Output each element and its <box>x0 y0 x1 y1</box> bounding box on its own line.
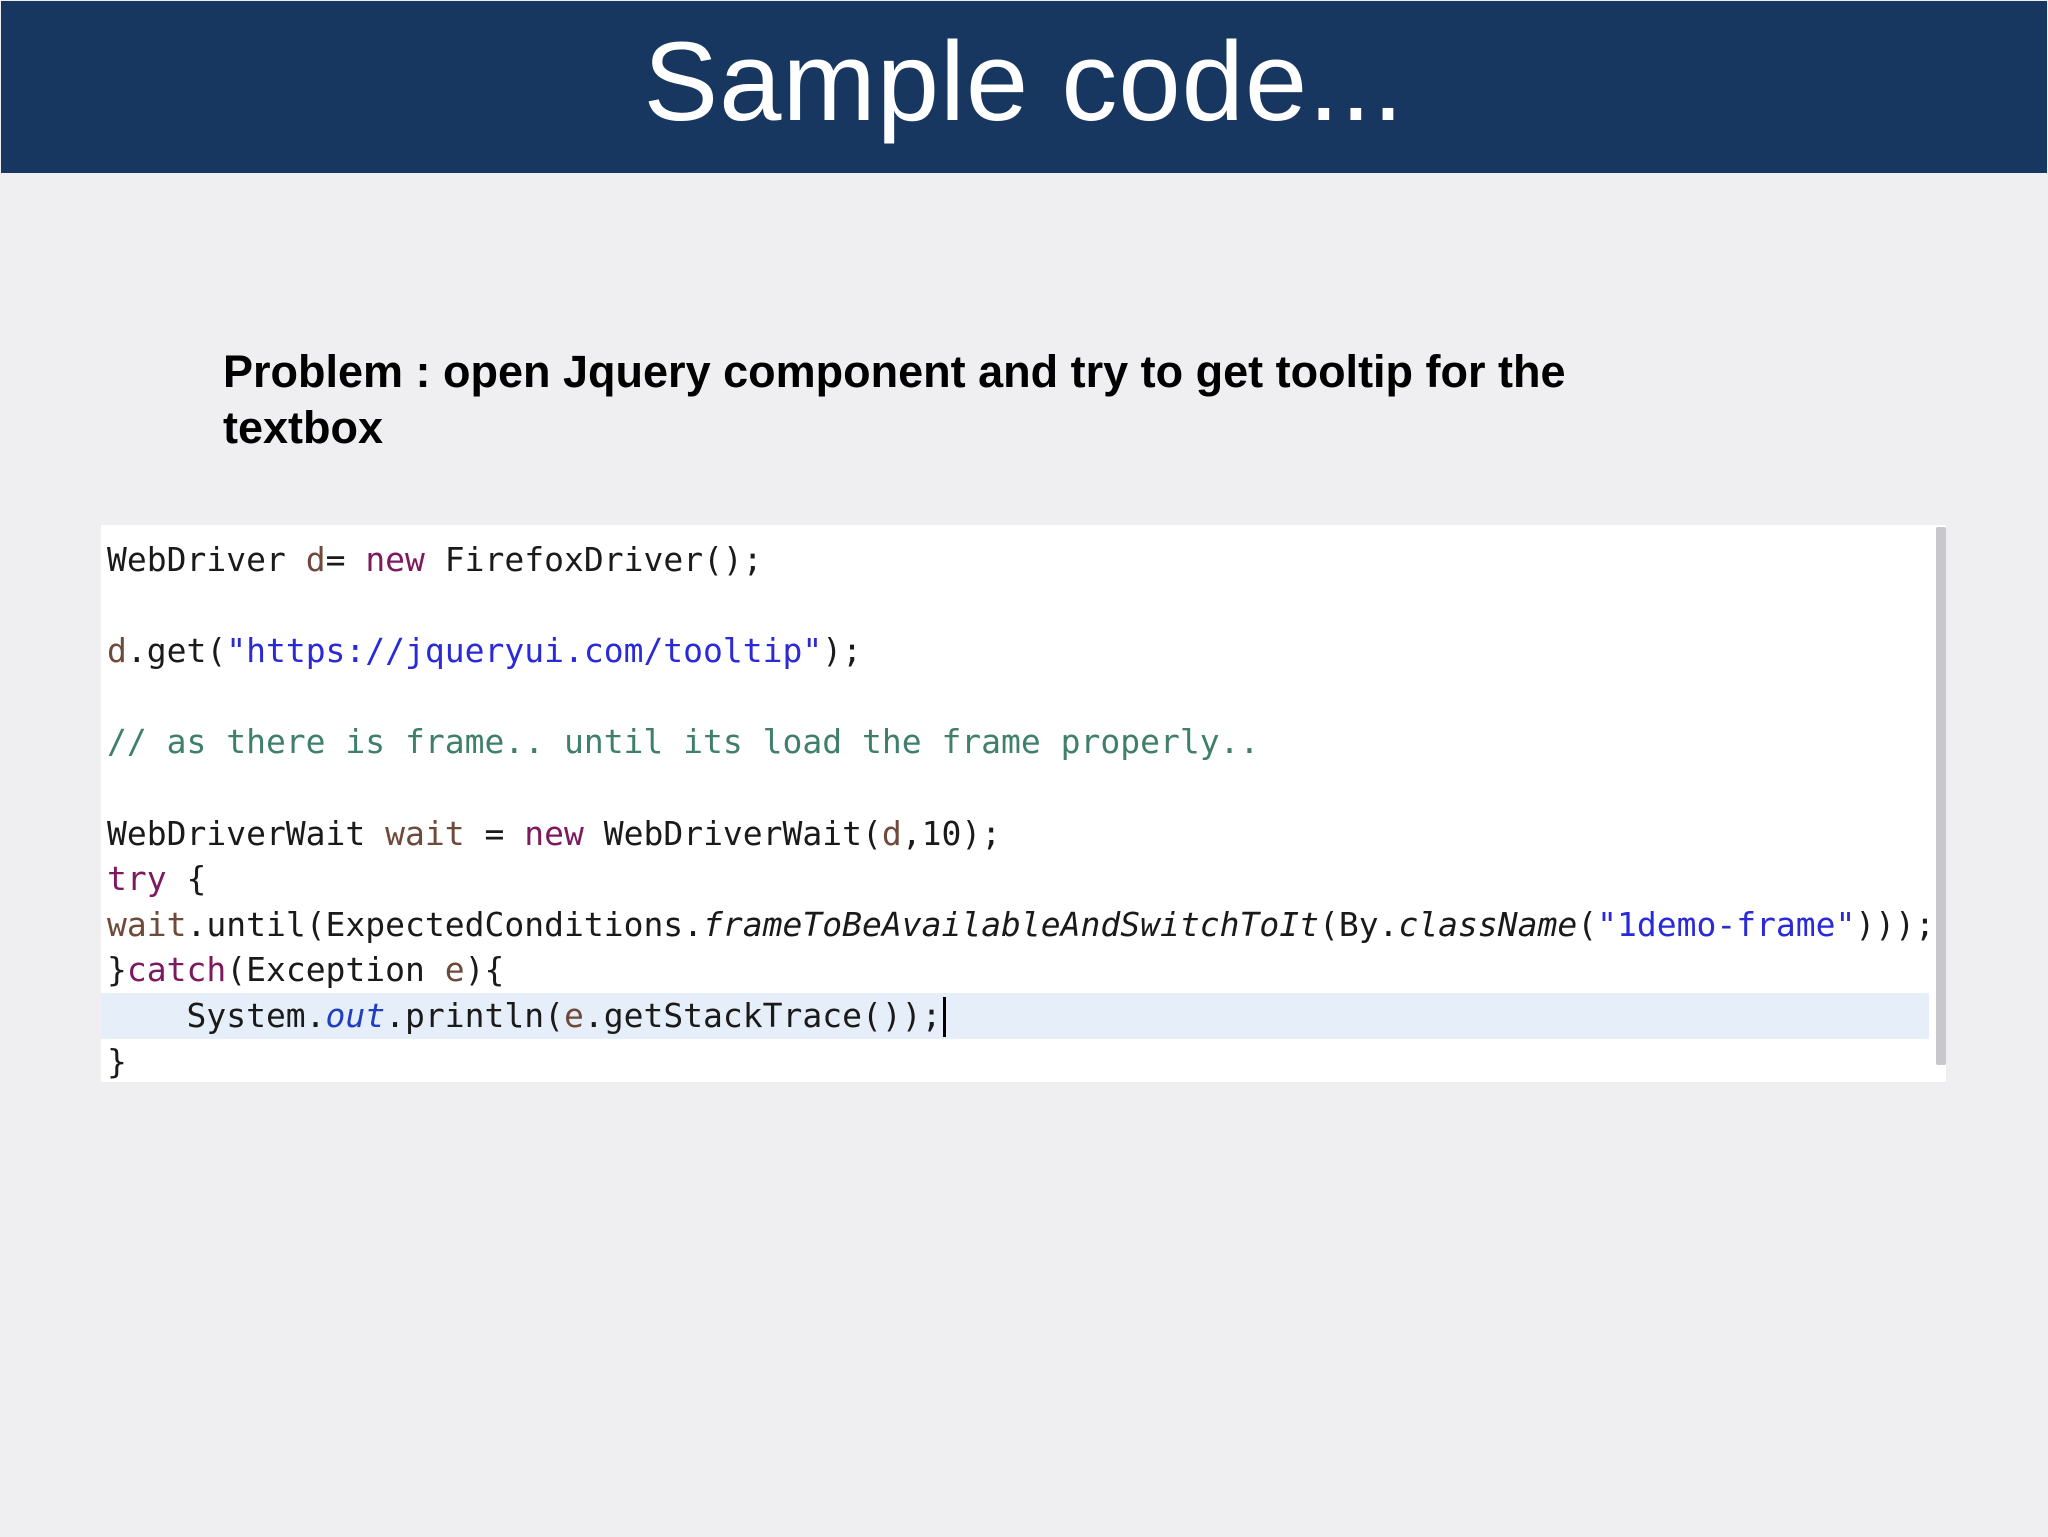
code-token: d <box>305 540 326 579</box>
code-token: e <box>563 995 584 1035</box>
code-token: System. <box>107 995 326 1035</box>
code-token: wait <box>385 813 465 853</box>
code-token: = <box>325 540 366 579</box>
title-bar: Sample code... <box>1 1 2047 173</box>
code-token: .until(ExpectedConditions. <box>186 904 704 944</box>
code-token: d <box>107 631 127 671</box>
code-token: .println( <box>385 995 564 1035</box>
code-token: try <box>107 859 167 899</box>
code-token: = <box>464 813 525 853</box>
code-token: "https://jqueryui.com/tooltip" <box>226 631 823 671</box>
code-line[interactable] <box>107 674 1927 720</box>
code-token: ( <box>1577 904 1598 944</box>
code-token: d <box>881 813 902 853</box>
code-block[interactable]: WebDriver d= new FirefoxDriver();d.get("… <box>101 537 1935 1085</box>
code-line[interactable]: WebDriverWait wait = new WebDriverWait(d… <box>107 811 1927 857</box>
code-token: // as there is frame.. until its load th… <box>107 722 1260 762</box>
code-token: ){ <box>464 950 505 990</box>
code-token: WebDriverWait( <box>583 813 882 853</box>
code-token: catch <box>126 950 227 990</box>
code-token: e <box>444 950 465 990</box>
code-token: (By. <box>1318 904 1399 944</box>
code-editor[interactable]: WebDriver d= new FirefoxDriver();d.get("… <box>101 525 1946 1082</box>
code-token: ,10); <box>901 813 1002 853</box>
code-token: "1demo-frame" <box>1597 904 1856 944</box>
code-token: .get( <box>126 631 227 671</box>
problem-statement: Problem : open Jquery component and try … <box>223 344 1683 456</box>
text-caret <box>943 997 947 1038</box>
code-line[interactable]: // as there is frame.. until its load th… <box>107 719 1927 765</box>
problem-line-1: Problem : open Jquery component and try … <box>223 346 1566 397</box>
code-token: WebDriverWait <box>107 813 386 853</box>
code-line[interactable]: try { <box>107 856 1927 902</box>
code-line[interactable]: wait.until(ExpectedConditions.frameToBeA… <box>107 902 1935 948</box>
code-token: ); <box>822 631 862 671</box>
code-token: } <box>107 1041 127 1081</box>
code-line[interactable] <box>107 583 1927 629</box>
code-line[interactable]: } <box>107 1039 1927 1085</box>
code-token: WebDriver <box>107 540 306 579</box>
code-token: out <box>325 995 386 1035</box>
code-line[interactable]: }catch(Exception e){ <box>107 947 1927 993</box>
code-token: .getStackTrace()); <box>583 995 942 1035</box>
code-token: className <box>1398 904 1578 944</box>
code-token: ))); <box>1855 904 1935 944</box>
code-line[interactable]: WebDriver d= new FirefoxDriver(); <box>107 537 1927 583</box>
code-token: new <box>524 813 584 853</box>
vertical-scrollbar[interactable] <box>1936 527 1946 1065</box>
code-line[interactable]: System.out.println(e.getStackTrace()); <box>101 992 1929 1039</box>
code-token: { <box>166 859 207 899</box>
code-token: wait <box>107 904 187 944</box>
code-token: FirefoxDriver(); <box>424 540 763 579</box>
code-token: } <box>107 950 127 990</box>
code-line[interactable] <box>107 765 1927 811</box>
code-token: (Exception <box>226 950 445 990</box>
code-token: new <box>365 540 425 579</box>
slide-title: Sample code... <box>643 19 1405 144</box>
problem-line-2: textbox <box>223 402 384 453</box>
code-token: frameToBeAvailableAndSwitchToIt <box>703 904 1319 944</box>
code-line[interactable]: d.get("https://jqueryui.com/tooltip"); <box>107 628 1927 674</box>
